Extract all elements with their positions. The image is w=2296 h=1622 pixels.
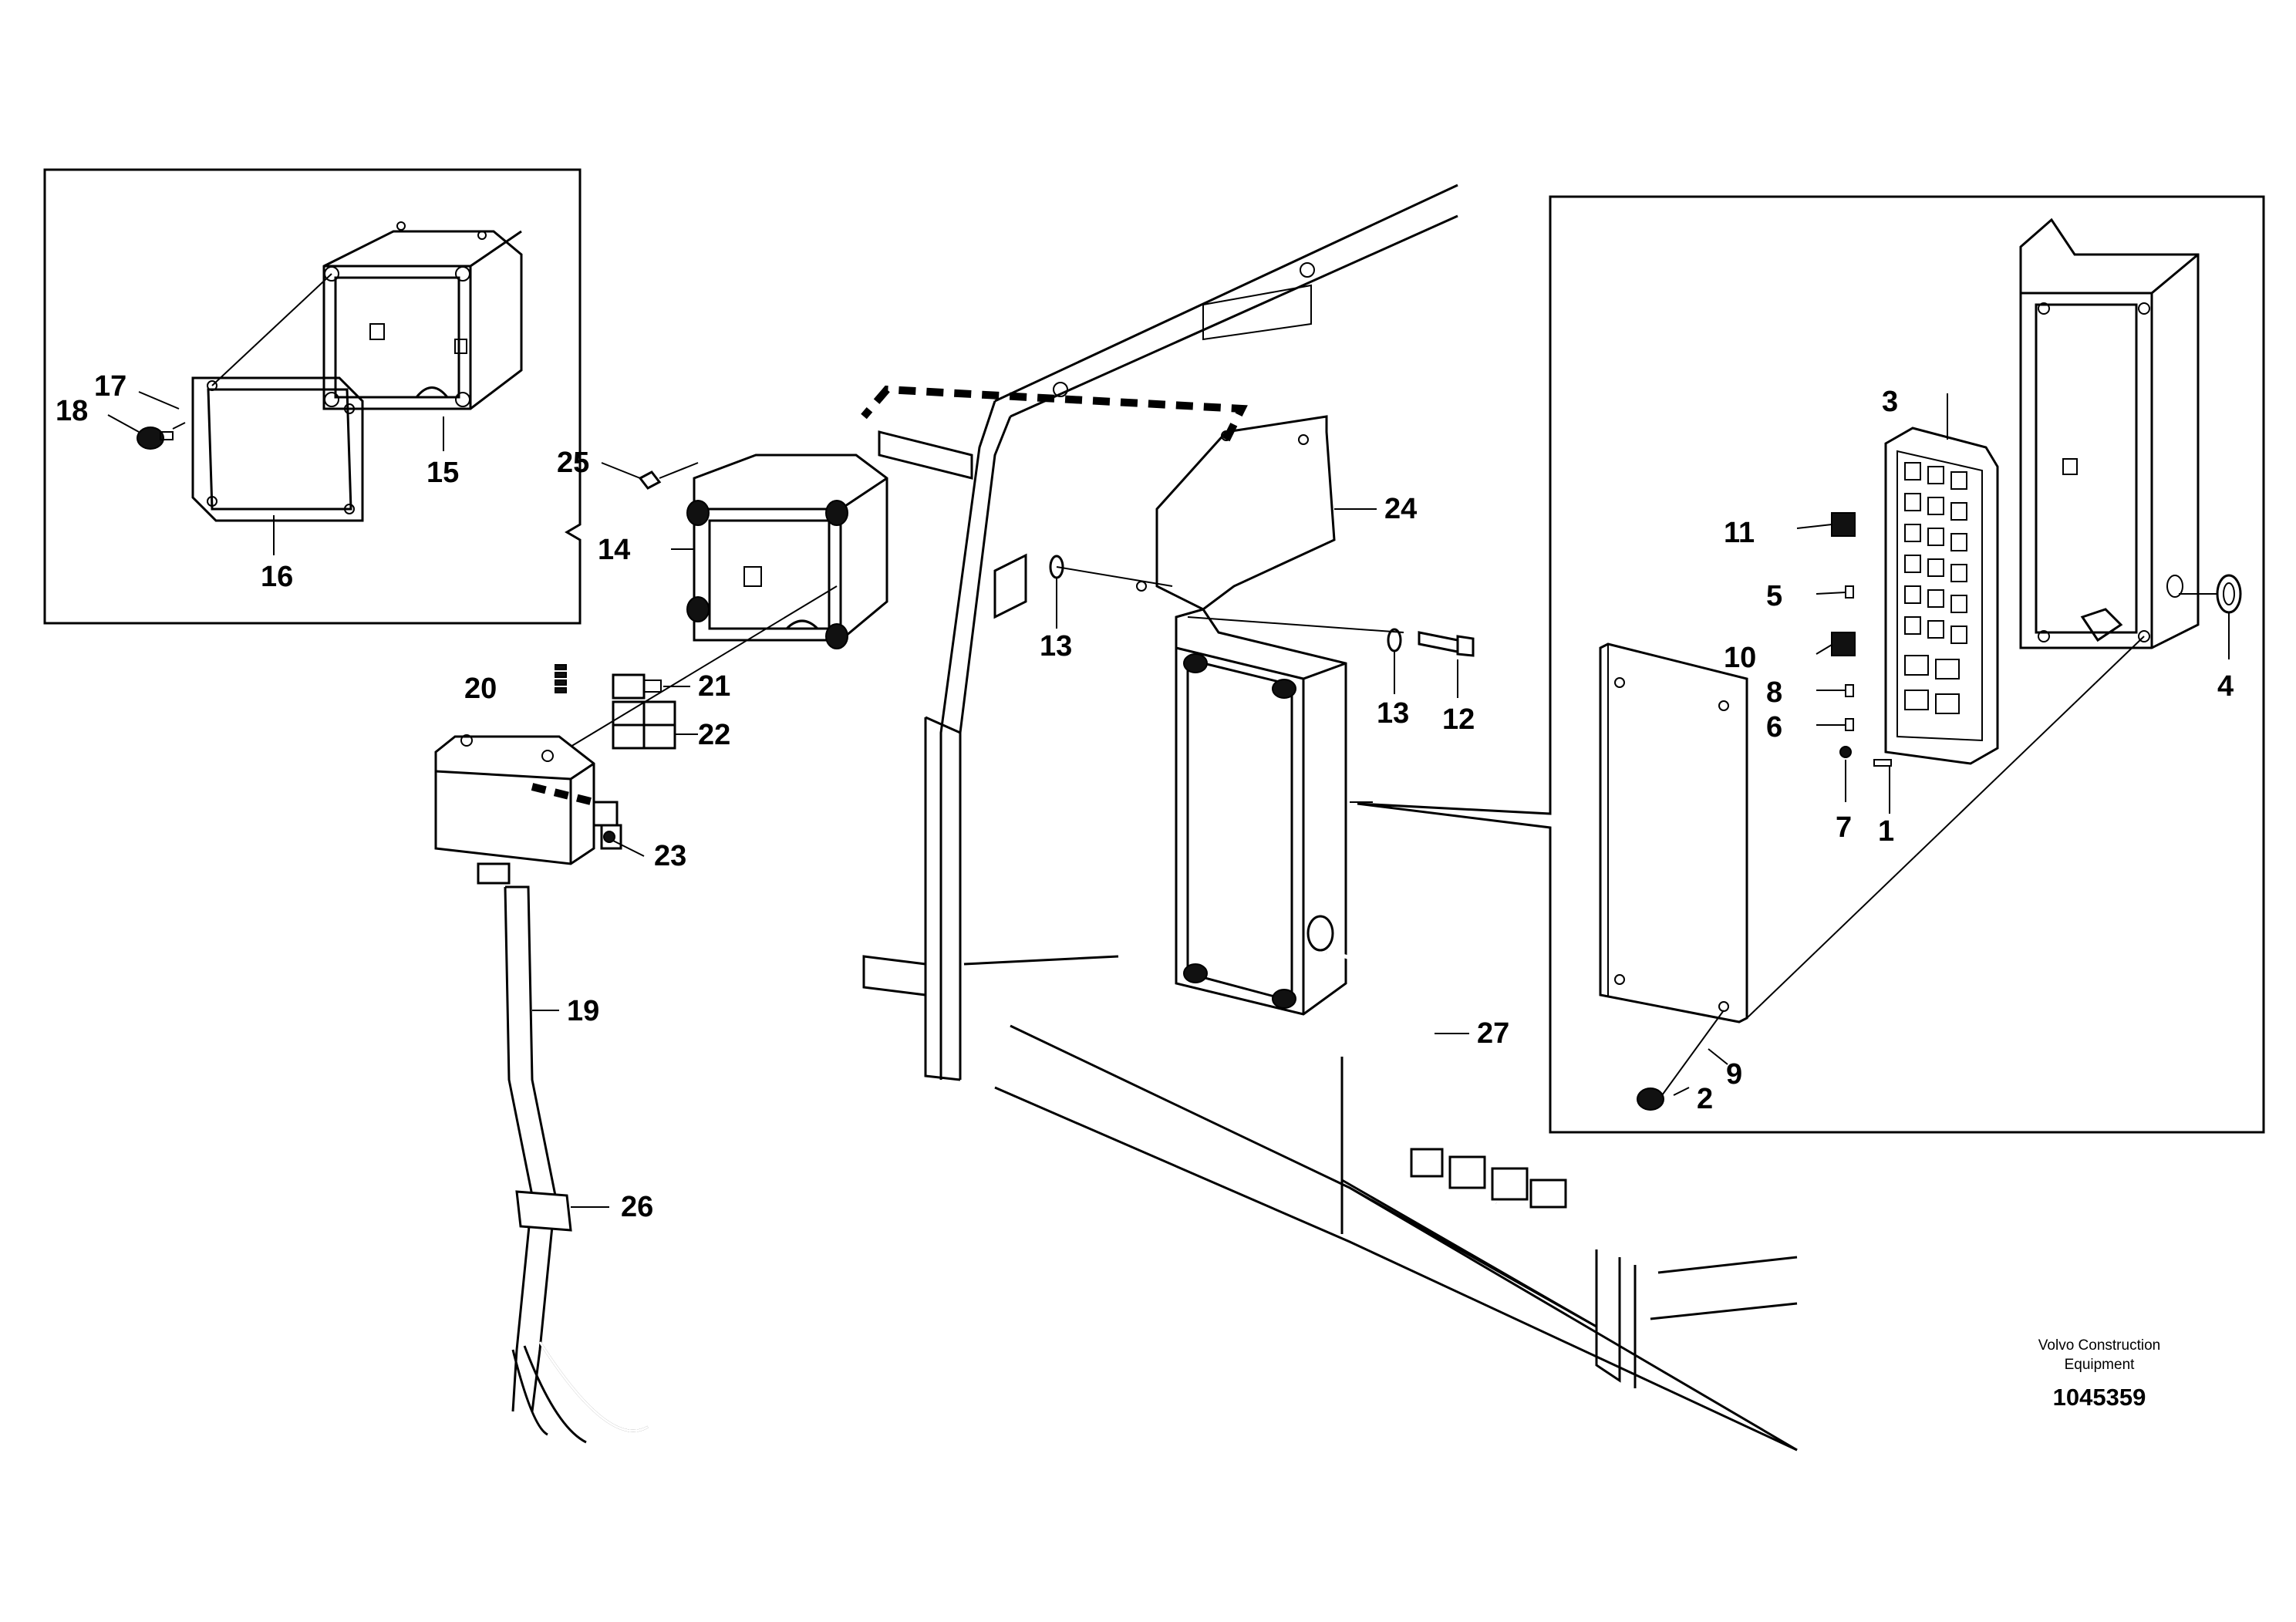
callout-15: 15 <box>426 457 459 489</box>
credit-line-2: Equipment <box>2065 1357 2136 1373</box>
right-detail-inset <box>1357 195 2265 1134</box>
part-1-pin <box>1873 759 1892 767</box>
part-13-washer <box>1387 628 1402 653</box>
callout-10: 10 <box>1724 642 1756 674</box>
cover-plate <box>1599 642 1748 1023</box>
callout-18: 18 <box>56 395 88 427</box>
callout-7: 7 <box>1836 811 1852 844</box>
part-25-screw <box>601 462 699 490</box>
callout-22: 22 <box>698 719 730 751</box>
callout-19: 19 <box>567 995 599 1027</box>
credit-line-1: Volvo Construction <box>2038 1337 2160 1354</box>
callout-12: 12 <box>1442 703 1475 736</box>
left-detail-inset <box>43 168 582 625</box>
callout-9: 9 <box>1726 1058 1742 1091</box>
part-18-screw <box>137 422 186 450</box>
callout-2: 2 <box>1697 1083 1713 1115</box>
part-23-module <box>434 734 645 865</box>
part-3-fuse-board <box>1884 427 1999 765</box>
callout-16: 16 <box>261 561 293 593</box>
part-14-box <box>671 454 888 649</box>
callout-4: 4 <box>2217 670 2234 703</box>
part-20-spring <box>555 664 567 693</box>
callout-27: 27 <box>1477 1017 1509 1050</box>
callout-17: 17 <box>94 370 126 403</box>
part-11-relay <box>1831 512 1856 537</box>
part-24-bracket <box>1136 415 1377 611</box>
part-22-relays <box>612 700 698 750</box>
callout-25: 25 <box>557 447 589 479</box>
part-26-clamp <box>515 1190 609 1232</box>
callout-8: 8 <box>1766 676 1782 709</box>
document-number: 1045359 <box>2053 1384 2146 1411</box>
part-10-relay <box>1831 632 1856 656</box>
callout-1: 1 <box>1878 815 1894 848</box>
callout-23: 23 <box>654 840 686 872</box>
part-8-fuse <box>1845 684 1854 697</box>
part-7-screw <box>1839 746 1852 758</box>
part-2-screw <box>1637 1088 1664 1111</box>
callout-14: 14 <box>598 534 630 566</box>
callout-11: 11 <box>1724 517 1755 549</box>
part-16-gasket <box>191 273 364 522</box>
part-12-bolt <box>1418 631 1475 698</box>
callout-26: 26 <box>621 1191 653 1223</box>
fuse-box-housing <box>2019 218 2200 649</box>
credit-block: Volvo Construction Equipment 1045359 <box>2038 1337 2160 1411</box>
callout-13-right: 13 <box>1377 697 1409 730</box>
callout-24: 24 <box>1384 493 1417 525</box>
part-4-seal <box>2179 574 2242 614</box>
part-15-box <box>322 221 523 410</box>
part-19-cable <box>477 862 649 1444</box>
part-6-fuse <box>1845 718 1854 731</box>
part-21-relay <box>612 673 690 700</box>
callout-13-left: 13 <box>1040 630 1072 663</box>
callout-5: 5 <box>1766 580 1782 612</box>
part-5-fuse <box>1845 585 1854 599</box>
cab-frame <box>862 184 1798 1452</box>
callout-21: 21 <box>698 670 730 703</box>
part-27-harness <box>1326 950 1567 1209</box>
callout-3: 3 <box>1882 386 1898 418</box>
part-13-washer <box>1049 555 1064 579</box>
center-fuse-box <box>1175 608 1404 1016</box>
callout-20: 20 <box>464 673 497 705</box>
callout-6: 6 <box>1766 711 1782 744</box>
callout-labels: 3 11 5 10 8 6 7 1 4 9 2 24 13 13 12 27 2… <box>56 370 2234 1223</box>
